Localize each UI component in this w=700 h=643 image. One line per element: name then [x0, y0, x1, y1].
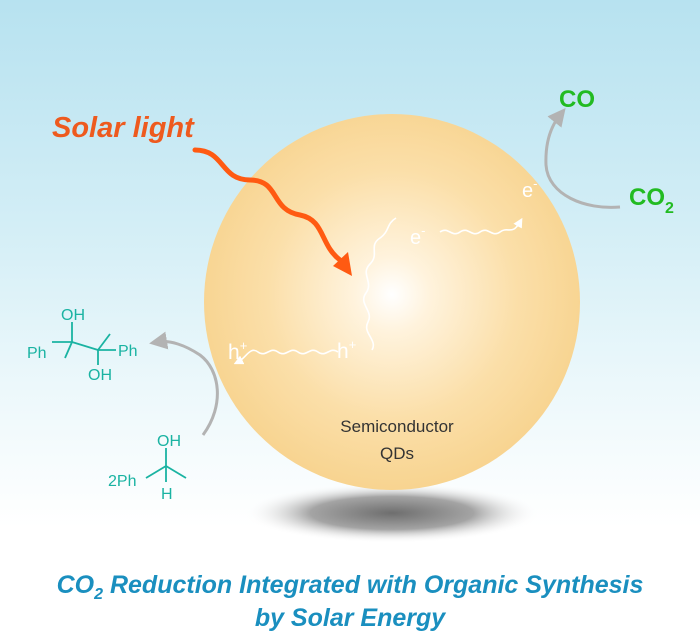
co-label: CO	[559, 86, 595, 113]
qd-sphere	[204, 114, 580, 490]
product-ph-left: Ph	[27, 345, 47, 362]
caption-line2: by Solar Energy	[254, 604, 446, 632]
product-oh-bottom: OH	[88, 367, 112, 384]
sphere-shadow	[244, 483, 540, 543]
electron-label-center: e-	[410, 223, 425, 249]
solar-light-arrow	[192, 147, 343, 263]
co2-reduction-arrow	[544, 107, 621, 209]
product-oh-top: OH	[61, 307, 85, 324]
excitation-wave	[362, 217, 397, 351]
reactant-h: H	[161, 486, 173, 503]
hole-label-left: h+	[228, 338, 247, 364]
oxidation-arrow	[149, 331, 219, 436]
co2-label: CO2	[629, 184, 674, 217]
reactant-oh: OH	[157, 433, 181, 450]
hole-label-center: h+	[337, 337, 356, 363]
electron-transfer-wave	[439, 217, 523, 235]
solar-light-label: Solar light	[52, 112, 195, 144]
product-ph-right: Ph	[118, 343, 138, 360]
solar-arrow-head	[333, 252, 352, 276]
electron-label-right: e-	[522, 176, 537, 202]
qd-label-line1: Semiconductor	[340, 417, 454, 436]
reactant-2ph: 2Ph	[108, 473, 136, 490]
qd-label-line2: QDs	[380, 444, 414, 463]
reactant-molecule	[145, 448, 187, 482]
product-molecule	[52, 322, 116, 365]
caption-line1: CO2 Reduction Integrated with Organic Sy…	[56, 571, 644, 603]
hole-transfer-wave	[233, 349, 339, 365]
